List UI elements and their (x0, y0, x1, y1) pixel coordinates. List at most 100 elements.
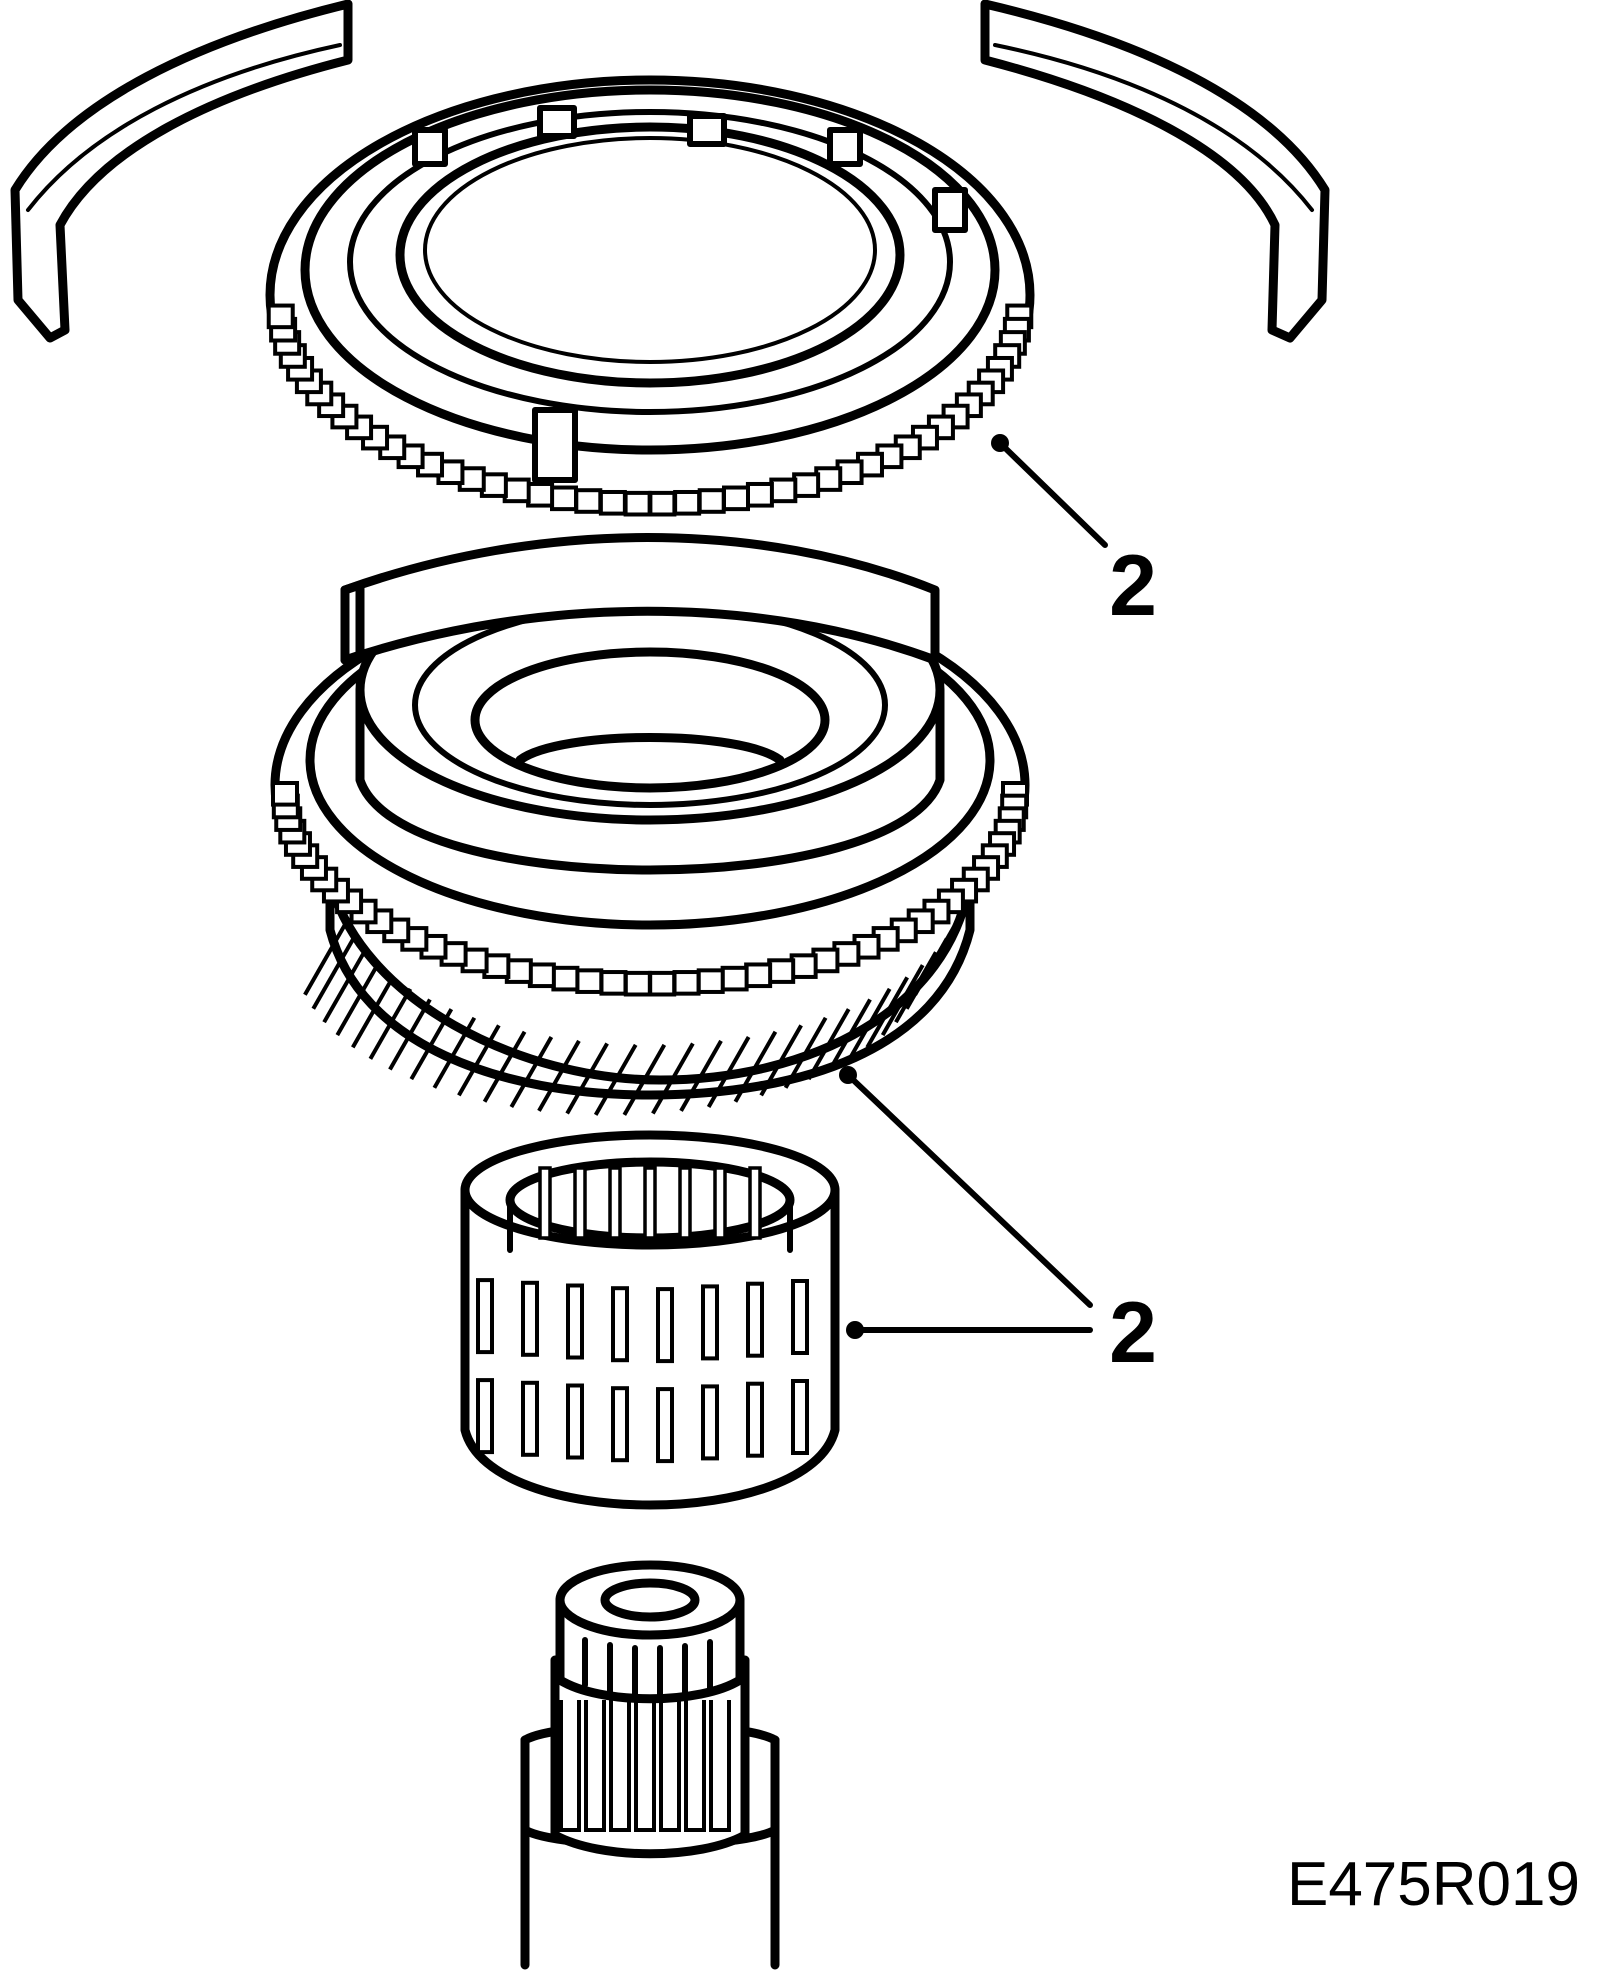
helix-line (322, 951, 366, 1024)
gear-tooth (721, 485, 750, 512)
callout-label-1: 2 (1109, 538, 1157, 634)
spline-tooth (559, 1700, 581, 1832)
spline-tooth (709, 1700, 731, 1832)
helix-line (828, 998, 872, 1071)
helix-line (783, 1016, 828, 1089)
callout-label-2: 2 (1109, 1285, 1157, 1381)
gear-tooth (527, 962, 556, 989)
gear-tooth (648, 970, 677, 997)
helix-line (880, 964, 925, 1037)
figure-code: E475R019 (1287, 1850, 1580, 1919)
gear-tooth (271, 781, 299, 807)
helix-line (303, 923, 347, 996)
helix-line (806, 1008, 851, 1081)
gear-tooth (623, 490, 652, 517)
cage-slot (746, 1381, 764, 1458)
spline-tooth (684, 1700, 706, 1832)
spline-tooth (584, 1700, 606, 1832)
cage-slot (746, 1281, 764, 1358)
helix-line (651, 1042, 695, 1115)
synchronizer-ring (265, 75, 1035, 517)
gear-assembly (270, 533, 1030, 1116)
inner-needle (748, 1166, 762, 1240)
helix-line (537, 1039, 581, 1112)
gear-tooth (598, 489, 627, 516)
gear-tooth (599, 970, 628, 996)
gear-tooth (526, 481, 555, 508)
helix-line (622, 1043, 667, 1116)
helix-line (432, 1016, 477, 1089)
spline-tooth (609, 1700, 631, 1832)
bearing-cage-slots (476, 1278, 809, 1464)
cage-slot (611, 1386, 629, 1463)
gear-tooth (745, 481, 774, 508)
cage-slot (521, 1280, 539, 1357)
helix-line (679, 1039, 723, 1112)
splined-shaft (520, 1560, 780, 1970)
helix-line (759, 1024, 803, 1097)
gear-tooth (789, 953, 818, 979)
gear-tooth (550, 485, 579, 512)
helix-line (733, 1030, 778, 1103)
spline-tooth (659, 1700, 681, 1832)
inner-needle (643, 1166, 657, 1240)
cage-slot (611, 1286, 629, 1363)
helix-line (388, 998, 432, 1071)
cage-slot (701, 1384, 719, 1461)
cage-slot (566, 1283, 584, 1360)
helix-line (894, 951, 938, 1024)
cage-slot (476, 1278, 494, 1355)
gear-tooth (551, 965, 580, 992)
gear-tooth (504, 958, 533, 984)
helix-line (565, 1042, 609, 1115)
inner-needle (678, 1166, 692, 1240)
gear-tooth (574, 488, 603, 514)
cage-slot (791, 1279, 809, 1355)
gear-tooth (623, 970, 652, 997)
cage-slot (791, 1379, 809, 1455)
gear-tooth (648, 490, 677, 517)
inner-needle (573, 1166, 587, 1240)
gear-tooth (266, 303, 295, 330)
gear-tooth (696, 968, 725, 994)
cage-slot (656, 1387, 674, 1464)
cage-slot (701, 1284, 719, 1361)
helix-line (865, 976, 909, 1049)
cage-slot (476, 1378, 494, 1455)
leader-line-1 (991, 434, 1108, 548)
helix-line (904, 937, 949, 1010)
gear-tooth (502, 477, 531, 504)
synchronizer-ring-teeth (266, 303, 1034, 517)
spline-tooth (634, 1700, 656, 1832)
gear-tooth (672, 970, 701, 996)
helix-line (335, 964, 380, 1037)
right-spring-clip (980, 0, 1330, 343)
helix-line (593, 1043, 638, 1116)
needle-roller-bearing (460, 1130, 840, 1510)
gear-tooth (720, 965, 749, 992)
helix-line (706, 1035, 751, 1108)
gear-tooth (767, 958, 796, 984)
gear-tooth (673, 489, 702, 516)
bearing-inner-needles (538, 1166, 762, 1240)
inner-needle (538, 1166, 552, 1240)
helix-line (311, 937, 356, 1010)
helix-line (351, 976, 395, 1049)
gear-tooth (769, 477, 798, 504)
helix-line (409, 1008, 454, 1081)
helix-line (509, 1035, 554, 1108)
helical-teeth (303, 923, 957, 1116)
helix-line (368, 987, 413, 1060)
leader-line-2 (839, 1066, 1093, 1339)
shaft-spline-teeth (559, 1700, 731, 1832)
gear-tooth (744, 962, 773, 989)
helix-line (457, 1024, 501, 1097)
left-spring-clip (10, 0, 353, 343)
cage-slot (566, 1383, 584, 1460)
inner-needle (713, 1166, 727, 1240)
cage-slot (521, 1380, 539, 1457)
dog-clutch-teeth (271, 781, 1029, 997)
helix-line (847, 987, 892, 1060)
gear-tooth (697, 488, 726, 514)
